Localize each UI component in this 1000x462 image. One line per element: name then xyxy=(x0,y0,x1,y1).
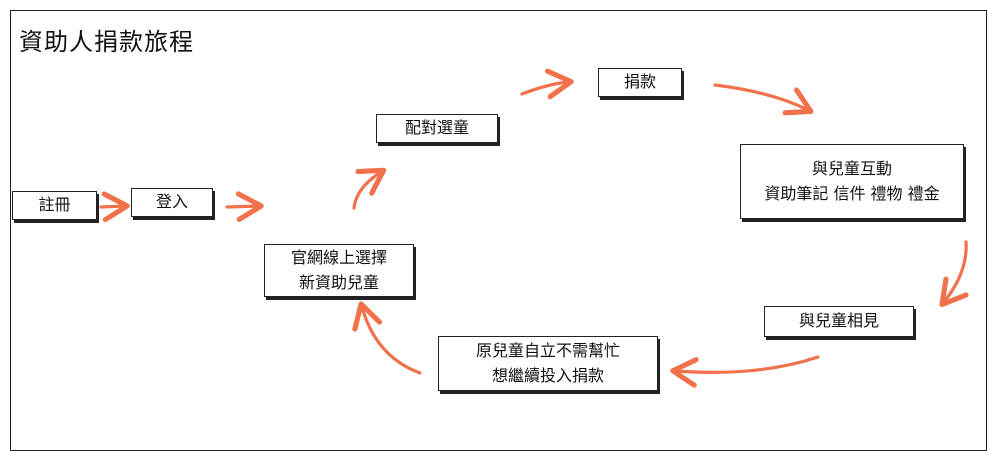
node-interact-line1: 與兒童互動 xyxy=(811,158,892,178)
node-independent-line2: 想繼續投入捐款 xyxy=(491,365,604,385)
node-register: 註冊 xyxy=(12,191,97,220)
arrow-to-match-child xyxy=(352,167,387,210)
node-interact: 與兒童互動 資助筆記 信件 禮物 禮金 xyxy=(740,144,964,219)
node-interact-line2: 資助筆記 信件 禮物 禮金 xyxy=(764,183,940,203)
arrow-interact-to-meet xyxy=(939,240,969,308)
arrow-login-to-select xyxy=(225,191,264,222)
arrow-match-to-donate xyxy=(520,68,574,100)
node-independent-line1: 原兒童自立不需幫忙 xyxy=(475,340,620,360)
node-match-child-label: 配對選童 xyxy=(404,118,469,138)
arrow-donate-to-interact xyxy=(713,83,814,116)
diagram-frame xyxy=(10,10,987,451)
arrow-independent-to-select xyxy=(352,301,422,375)
node-donate-label: 捐款 xyxy=(623,72,656,92)
node-login-label: 登入 xyxy=(155,192,188,212)
node-register-label: 註冊 xyxy=(38,195,71,215)
node-select-online-line1: 官網線上選擇 xyxy=(290,247,387,267)
node-select-online-line2: 新資助兒童 xyxy=(298,272,379,292)
diagram-title: 資助人捐款旅程 xyxy=(19,28,194,56)
node-meet-child-label: 與兒童相見 xyxy=(798,311,879,331)
node-login: 登入 xyxy=(131,188,213,217)
node-select-online: 官網線上選擇 新資助兒童 xyxy=(264,244,414,297)
node-independent: 原兒童自立不需幫忙 想繼續投入捐款 xyxy=(438,336,658,391)
arrow-register-to-login xyxy=(99,191,130,223)
arrow-meet-to-independent xyxy=(670,355,820,388)
node-meet-child: 與兒童相見 xyxy=(764,306,914,337)
node-donate: 捐款 xyxy=(598,68,682,97)
node-match-child: 配對選童 xyxy=(376,114,498,143)
